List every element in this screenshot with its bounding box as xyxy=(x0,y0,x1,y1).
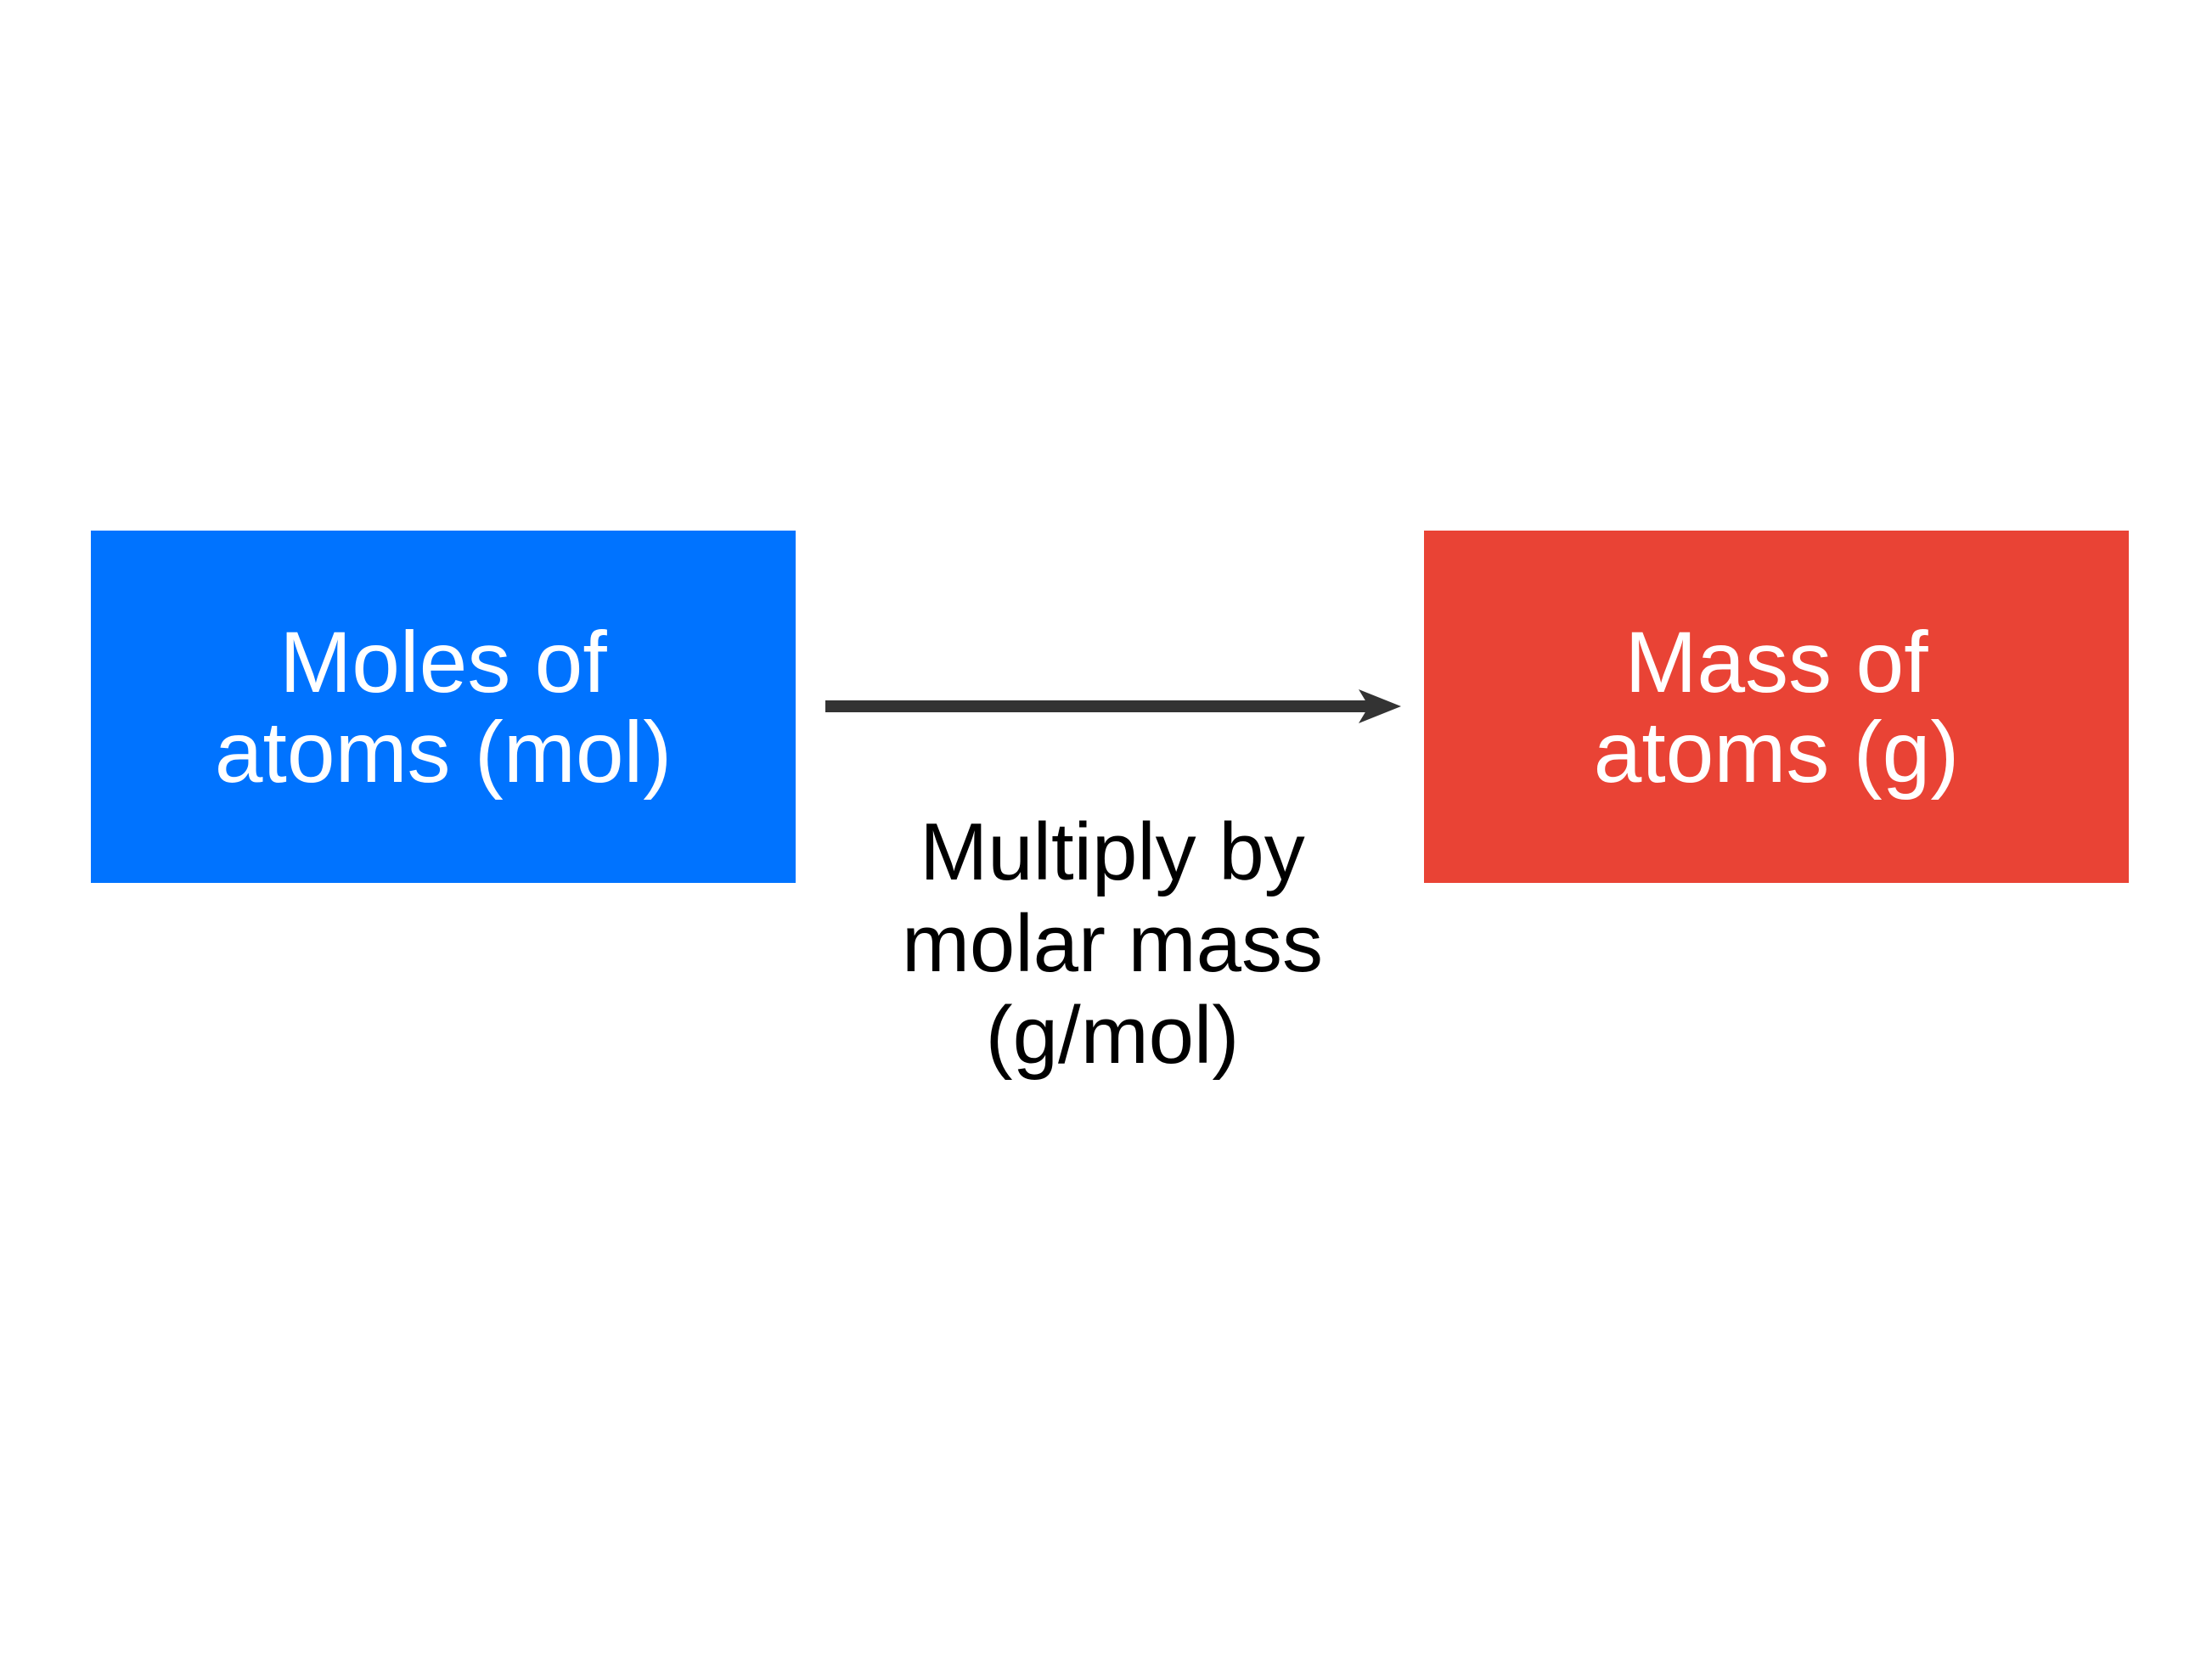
caption-line-1: Multiply by xyxy=(920,807,1305,897)
mass-label-line-2: atoms (g) xyxy=(1593,703,1960,801)
mass-label-line-1: Mass of xyxy=(1624,613,1928,711)
caption-line-3: (g/mol) xyxy=(985,990,1240,1081)
conversion-caption: Multiply by molar mass (g/mol) xyxy=(815,807,1410,1082)
caption-line-2: molar mass xyxy=(901,898,1324,989)
mass-of-atoms-label: Mass of atoms (g) xyxy=(1594,617,1960,797)
mass-of-atoms-box: Mass of atoms (g) xyxy=(1424,531,2129,883)
moles-of-atoms-box: Moles of atoms (mol) xyxy=(91,531,796,883)
moles-label-line-1: Moles of xyxy=(279,613,607,711)
arrow-head xyxy=(1359,689,1401,723)
moles-label-line-2: atoms (mol) xyxy=(214,703,673,801)
conversion-arrow xyxy=(825,689,1401,723)
moles-of-atoms-label: Moles of atoms (mol) xyxy=(215,617,672,797)
